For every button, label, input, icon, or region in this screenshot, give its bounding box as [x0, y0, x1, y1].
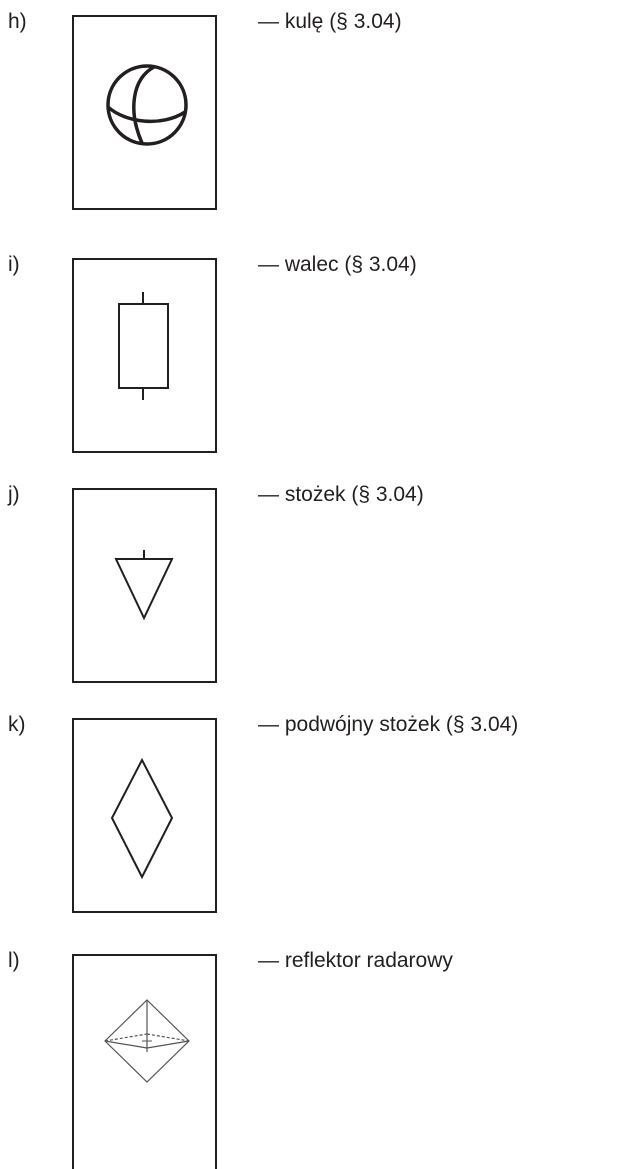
item-description: — stożek (§ 3.04) [258, 483, 424, 506]
item-letter: k) [8, 713, 26, 736]
figure-frame [72, 718, 217, 913]
figure-frame [72, 954, 217, 1169]
list-item-radar-reflector: l) — reflektor radarowy [0, 939, 637, 1169]
figure-frame [72, 258, 217, 453]
item-description: — walec (§ 3.04) [258, 253, 417, 276]
list-item-cylinder: i) — walec (§ 3.04) [0, 243, 637, 473]
item-letter: l) [8, 949, 20, 972]
figure-frame [72, 15, 217, 210]
item-letter: h) [8, 10, 27, 33]
item-letter: j) [8, 483, 20, 506]
cone-icon [114, 550, 174, 621]
list-item-double-cone: k) — podwójny stożek (§ 3.04) [0, 703, 637, 933]
item-description: — podwójny stożek (§ 3.04) [258, 713, 519, 736]
list-item-cone: j) — stożek (§ 3.04) [0, 473, 637, 703]
item-description: — kulę (§ 3.04) [258, 10, 402, 33]
radar-reflector-icon [104, 999, 190, 1083]
sphere-icon [106, 64, 188, 146]
list-item-sphere: h) — kulę (§ 3.04) [0, 0, 637, 230]
figure-frame [72, 488, 217, 683]
item-description: — reflektor radarowy [258, 949, 453, 972]
item-letter: i) [8, 253, 20, 276]
cylinder-icon [118, 292, 169, 400]
double-cone-icon [110, 757, 174, 880]
